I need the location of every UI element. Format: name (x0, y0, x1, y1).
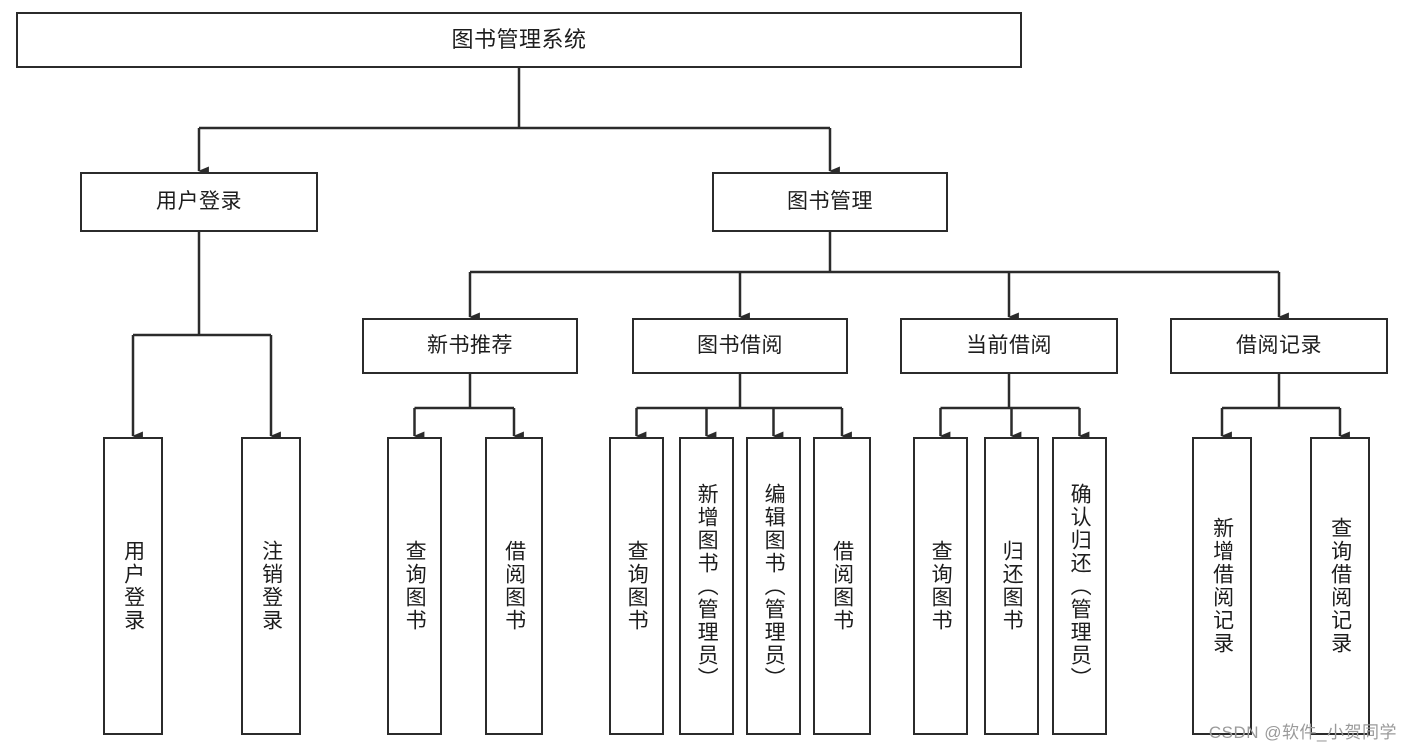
node-box-root[interactable]: 图书管理系统 (16, 12, 1022, 68)
node-label-l2a: 新书推荐 (427, 334, 513, 358)
node-box-l2b[interactable]: 图书借阅 (632, 318, 848, 374)
node-box-leaf4[interactable]: 借阅图书 (485, 437, 543, 735)
node-box-leaf13[interactable]: 查询借阅记录 (1310, 437, 1370, 735)
node-box-leaf2[interactable]: 注销登录 (241, 437, 301, 735)
node-box-leaf12[interactable]: 新增借阅记录 (1192, 437, 1252, 735)
node-label-leaf13: 查询借阅记录 (1328, 517, 1352, 655)
node-box-leaf8[interactable]: 借阅图书 (813, 437, 871, 735)
node-label-leaf10: 归还图书 (1000, 540, 1024, 632)
node-box-leaf6[interactable]: 新增图书（管理员） (679, 437, 734, 735)
node-label-leaf11: 确认归还（管理员） (1068, 482, 1092, 690)
node-label-leaf12: 新增借阅记录 (1210, 517, 1234, 655)
node-box-leaf1[interactable]: 用户登录 (103, 437, 163, 735)
node-box-l2c[interactable]: 当前借阅 (900, 318, 1118, 374)
node-label-leaf4: 借阅图书 (502, 540, 526, 632)
node-box-leaf3[interactable]: 查询图书 (387, 437, 442, 735)
node-label-leaf2: 注销登录 (259, 540, 283, 632)
node-box-leaf11[interactable]: 确认归还（管理员） (1052, 437, 1107, 735)
node-label-l2d: 借阅记录 (1236, 334, 1322, 358)
node-box-leaf7[interactable]: 编辑图书（管理员） (746, 437, 801, 735)
node-box-leaf5[interactable]: 查询图书 (609, 437, 664, 735)
node-label-l1a: 用户登录 (156, 190, 242, 214)
node-box-leaf9[interactable]: 查询图书 (913, 437, 968, 735)
node-box-l1b[interactable]: 图书管理 (712, 172, 948, 232)
node-label-leaf3: 查询图书 (403, 540, 427, 632)
node-label-root: 图书管理系统 (451, 26, 587, 52)
node-label-leaf7: 编辑图书（管理员） (762, 482, 786, 690)
node-box-leaf10[interactable]: 归还图书 (984, 437, 1039, 735)
node-label-leaf6: 新增图书（管理员） (695, 482, 719, 690)
node-label-leaf9: 查询图书 (929, 540, 953, 632)
node-label-l2b: 图书借阅 (697, 334, 783, 358)
watermark-text: CSDN @软件_小贺同学 (1208, 723, 1397, 742)
node-label-l2c: 当前借阅 (966, 334, 1052, 358)
node-box-l1a[interactable]: 用户登录 (80, 172, 318, 232)
node-label-leaf5: 查询图书 (625, 540, 649, 632)
node-box-l2d[interactable]: 借阅记录 (1170, 318, 1388, 374)
node-label-leaf8: 借阅图书 (830, 540, 854, 632)
node-label-leaf1: 用户登录 (121, 540, 145, 632)
node-label-l1b: 图书管理 (787, 190, 873, 214)
node-box-l2a[interactable]: 新书推荐 (362, 318, 578, 374)
